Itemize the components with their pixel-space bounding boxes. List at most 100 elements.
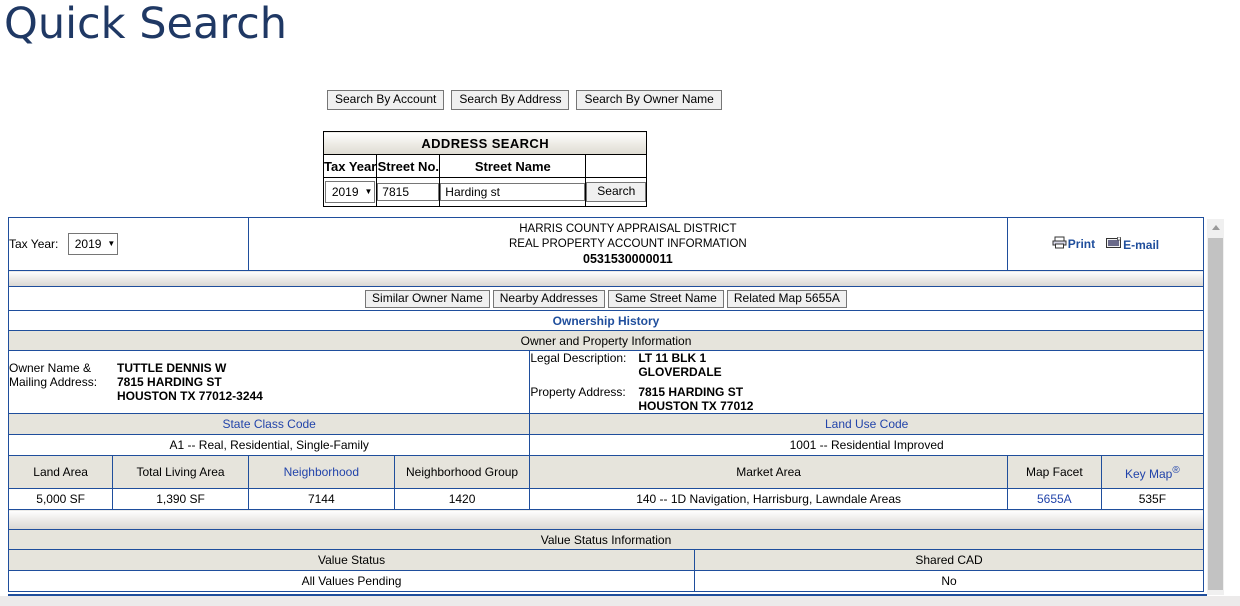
page-title: Quick Search [4, 0, 287, 49]
land-use-code-link[interactable]: Land Use Code [824, 417, 909, 431]
col-header-tax-year: Tax Year [322, 154, 378, 178]
col-header-neighborhood-group: Neighborhood Group [393, 455, 531, 489]
class-code-value-row: A1 -- Real, Residential, Single-Family 1… [8, 434, 1204, 456]
account-tax-year-label: Tax Year: [9, 237, 59, 251]
print-link[interactable]: Print [1052, 236, 1095, 252]
area-header-row: Land Area Total Living Area Neighborhood… [8, 455, 1205, 489]
land-use-code-value: 1001 -- Residential Improved [529, 434, 1204, 456]
map-facet-link[interactable]: 5655A [1036, 492, 1072, 506]
neighborhood-group-value: 1420 [393, 488, 531, 510]
col-header-value-status: Value Status [8, 549, 696, 571]
value-status-value-row: All Values Pending No [8, 570, 1204, 592]
land-area-value: 5,000 SF [8, 488, 114, 510]
value-status-value: All Values Pending [8, 570, 696, 592]
col-header-map-facet: Map Facet [1006, 455, 1102, 489]
tax-year-select[interactable]: 2019 ▼ [324, 181, 376, 203]
chevron-down-icon: ▼ [107, 239, 116, 248]
scroll-up-button[interactable] [1207, 219, 1224, 236]
chevron-down-icon: ▼ [364, 187, 373, 196]
email-label: E-mail [1123, 237, 1160, 252]
property-address-field: Property Address: 7815 HARDING ST HOUSTO… [530, 385, 1203, 413]
owner-name-label: Owner Name & Mailing Address: [9, 361, 98, 389]
owner-and-property-band: Owner and Property Information [8, 330, 1204, 351]
col-header-action [585, 154, 648, 178]
same-street-name-button[interactable]: Same Street Name [607, 289, 724, 308]
account-tax-year-cell: Tax Year: 2019 ▼ [8, 217, 249, 271]
key-map-value: 535F [1100, 488, 1205, 510]
chevron-up-icon [1211, 225, 1220, 230]
ownership-history-link[interactable]: Ownership History [552, 313, 660, 328]
separator-band-row-2 [8, 509, 1204, 530]
col-header-key-map: Key Map® [1100, 455, 1205, 489]
key-map-label: Key Map [1125, 466, 1173, 481]
street-name-input[interactable] [440, 183, 586, 201]
land-use-code-header: Land Use Code [529, 413, 1204, 435]
email-link[interactable]: E-mail [1106, 236, 1160, 252]
related-map-button[interactable]: Related Map 5655A [726, 289, 847, 308]
legal-description-field: Legal Description: LT 11 BLK 1 GLOVERDAL… [530, 351, 1203, 379]
panel-scrollbar[interactable] [1206, 219, 1224, 595]
property-detail-table: Tax Year: 2019 ▼ HARRIS COUNTY APPRAISAL… [8, 217, 1205, 592]
panel-bottom-border [8, 594, 1207, 596]
ownership-history-row: Ownership History [8, 310, 1204, 331]
ownership-history-cell: Ownership History [8, 310, 1204, 331]
search-by-address-button[interactable]: Search By Address [451, 90, 570, 110]
class-code-header-row: State Class Code Land Use Code [8, 413, 1204, 435]
related-search-cell: Similar Owner Name Nearby Addresses Same… [8, 286, 1204, 311]
owner-name-value: TUTTLE DENNIS W 7815 HARDING ST HOUSTON … [117, 361, 263, 403]
page-bottom-strip [0, 596, 1240, 606]
owner-band-row: Owner and Property Information [8, 330, 1204, 351]
separator-band-row [8, 270, 1204, 287]
record-type: REAL PROPERTY ACCOUNT INFORMATION [509, 237, 747, 250]
legal-info-cell: Legal Description: LT 11 BLK 1 GLOVERDAL… [529, 350, 1204, 414]
state-class-code-link[interactable]: State Class Code [222, 417, 316, 431]
key-map-link[interactable]: Key Map® [1125, 464, 1180, 481]
nearby-addresses-button[interactable]: Nearby Addresses [492, 289, 605, 308]
search-mode-button-group: Search By Account Search By Address Sear… [327, 90, 722, 110]
registered-mark: ® [1172, 464, 1180, 476]
street-no-cell [376, 177, 441, 207]
street-name-cell [439, 177, 587, 207]
legal-description-value: LT 11 BLK 1 GLOVERDALE [638, 351, 722, 379]
tax-year-cell: 2019 ▼ [322, 177, 378, 207]
total-living-area-value: 1,390 SF [112, 488, 249, 510]
neighborhood-link[interactable]: Neighborhood [283, 465, 359, 479]
tax-year-selected-value: 2019 [331, 185, 359, 199]
account-header-row: Tax Year: 2019 ▼ HARRIS COUNTY APPRAISAL… [8, 217, 1205, 271]
account-tax-year-value: 2019 [74, 237, 102, 251]
col-header-street-no: Street No. [376, 154, 441, 178]
street-no-input[interactable] [377, 183, 440, 201]
account-tax-year-select[interactable]: 2019 ▼ [67, 233, 119, 255]
shared-cad-value: No [694, 570, 1204, 592]
account-identity-cell: HARRIS COUNTY APPRAISAL DISTRICT REAL PR… [247, 217, 1008, 271]
search-by-owner-name-button[interactable]: Search By Owner Name [576, 90, 722, 110]
similar-owner-name-button[interactable]: Similar Owner Name [365, 289, 490, 308]
separator-band [8, 270, 1204, 287]
value-status-band-row: Value Status Information [8, 529, 1204, 550]
address-search-title: ADDRESS SEARCH [322, 131, 648, 155]
search-by-account-button[interactable]: Search By Account [327, 90, 445, 110]
address-search-form: ADDRESS SEARCH Tax Year Street No. Stree… [322, 131, 648, 207]
district-name: HARRIS COUNTY APPRAISAL DISTRICT [519, 222, 737, 235]
owner-name-field: Owner Name & Mailing Address: TUTTLE DEN… [9, 361, 529, 403]
search-action-cell: Search [585, 177, 648, 207]
col-header-street-name: Street Name [439, 154, 587, 178]
envelope-icon [1106, 236, 1122, 252]
account-actions-cell: Print E-mail [1006, 217, 1205, 271]
printer-icon [1052, 236, 1067, 252]
scrollbar-thumb[interactable] [1208, 238, 1223, 590]
map-facet-value: 5655A [1006, 488, 1102, 510]
col-header-shared-cad: Shared CAD [694, 549, 1204, 571]
separator-band-2 [8, 509, 1204, 530]
value-status-band: Value Status Information [8, 529, 1204, 550]
owner-info-cell: Owner Name & Mailing Address: TUTTLE DEN… [8, 350, 531, 414]
related-search-button-group: Similar Owner Name Nearby Addresses Same… [365, 289, 847, 308]
market-area-value: 140 -- 1D Navigation, Harrisburg, Lawnda… [529, 488, 1008, 510]
search-button[interactable]: Search [586, 182, 647, 202]
col-header-total-living-area: Total Living Area [112, 455, 249, 489]
print-email-group: Print E-mail [1052, 236, 1159, 252]
owner-details-row: Owner Name & Mailing Address: TUTTLE DEN… [8, 350, 1204, 414]
neighborhood-value: 7144 [247, 488, 395, 510]
col-header-land-area: Land Area [8, 455, 114, 489]
